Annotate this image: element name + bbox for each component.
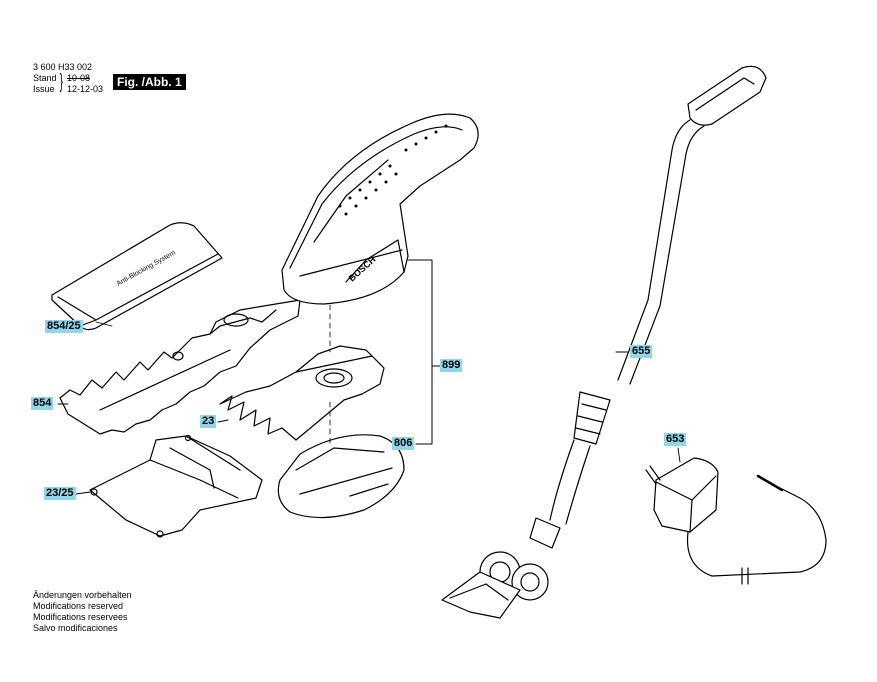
- stand-label: Stand: [33, 73, 57, 83]
- figure-title: Fig. /Abb. 1: [113, 74, 186, 90]
- footer-de: Änderungen vorbehalten: [33, 590, 132, 600]
- leader-lines: [57, 321, 681, 495]
- issue-label: Issue: [33, 84, 55, 94]
- blade-cover-854-25: Anti-Blocking System: [51, 222, 223, 331]
- charger-653: [645, 457, 827, 585]
- label-854-25: 854/25: [45, 320, 83, 333]
- shear-body: BOSCH: [281, 113, 479, 305]
- label-653: 653: [664, 433, 687, 446]
- label-899: 899: [440, 359, 463, 372]
- grip-dots: [338, 124, 448, 216]
- stand-date: 10-08: [67, 73, 91, 83]
- part-number: 3 600 H33 002: [33, 62, 93, 72]
- footer-notes: Änderungen vorbehalten Modifications res…: [33, 590, 132, 634]
- footer-es: Salvo modificaciones: [33, 623, 118, 633]
- footer-fr: Modifications reservees: [33, 612, 128, 622]
- bracket-899: [407, 259, 433, 445]
- hedge-blade-854: [59, 299, 301, 435]
- label-854: 854: [31, 397, 54, 410]
- grass-blade-23-25: [89, 434, 263, 538]
- brace-glyph: }: [59, 71, 64, 93]
- telescopic-handle-655: [441, 65, 767, 619]
- issue-date: 12-12-03: [67, 84, 104, 94]
- label-655: 655: [630, 345, 653, 358]
- shear-blade-23: [219, 345, 385, 441]
- label-23-25: 23/25: [44, 487, 76, 500]
- label-23: 23: [200, 415, 217, 428]
- label-806: 806: [392, 437, 415, 450]
- footer-en: Modifications reserved: [33, 601, 124, 611]
- base-plate-806: [277, 434, 405, 519]
